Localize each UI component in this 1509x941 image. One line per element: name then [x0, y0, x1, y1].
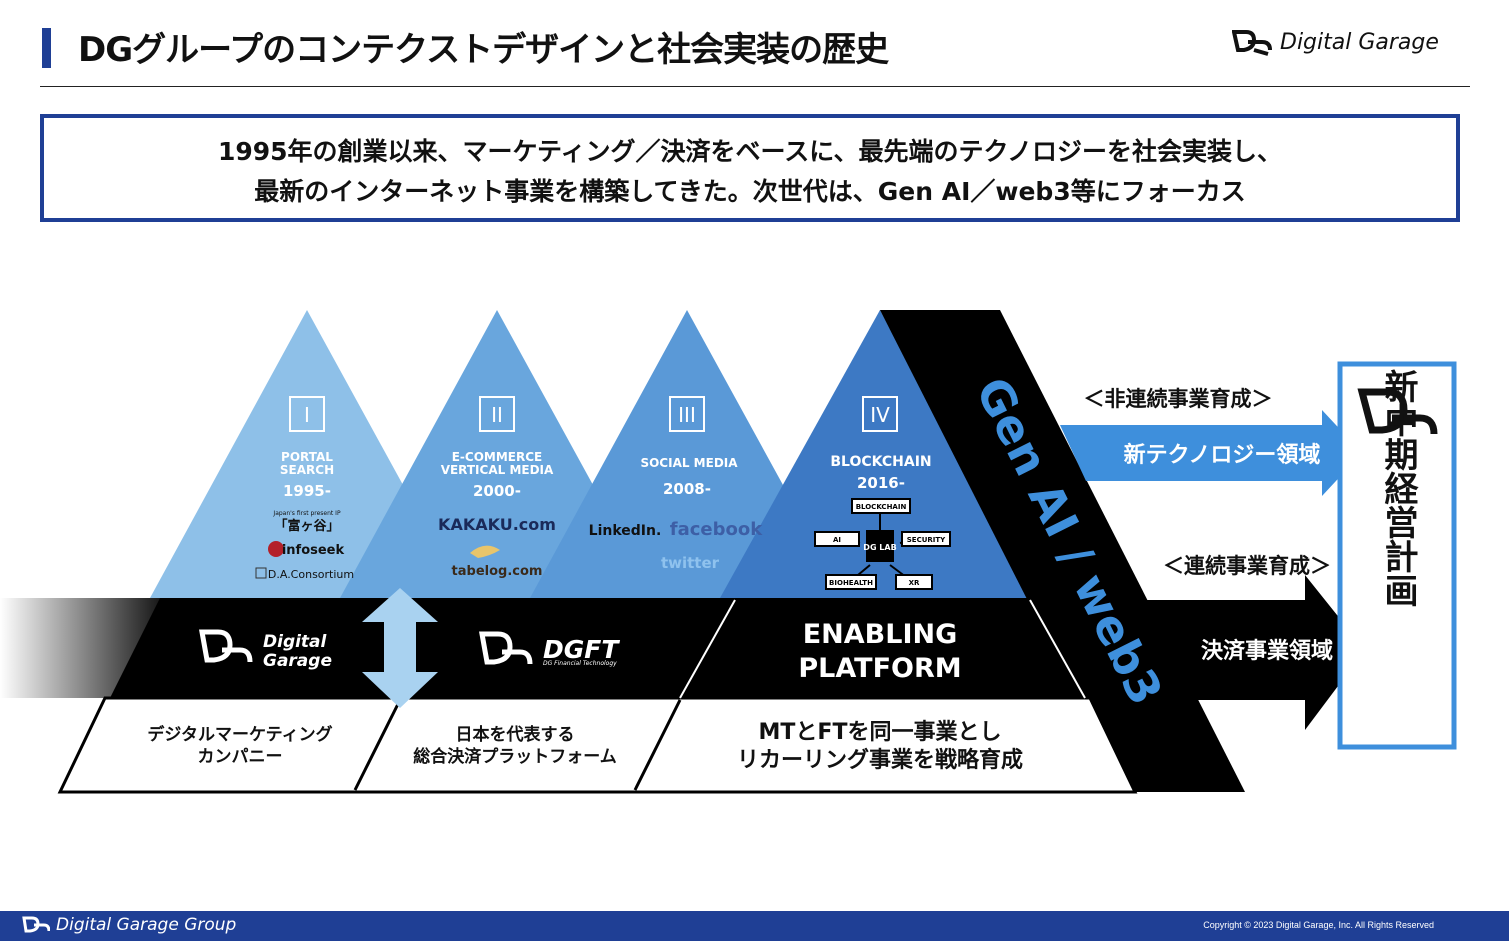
lab-tag-xr: XR	[909, 579, 920, 587]
platform-edge-right	[1029, 599, 1086, 699]
black-band	[110, 598, 1090, 698]
era-1-year: 1995-	[283, 482, 331, 500]
era-2-name-1: E-COMMERCE	[452, 450, 543, 464]
numeral-3: III	[678, 403, 696, 427]
header-brand: Digital Garage	[1232, 28, 1439, 56]
numeral-box-2	[479, 396, 515, 432]
lab-tag-blockchain: BLOCKCHAIN	[856, 503, 907, 511]
service-fugaya-caption: Japan's first present IP	[272, 510, 341, 517]
summary-line-2: 最新のインターネット事業を構築してきた。次世代は、Gen AI／web3等にフォ…	[254, 177, 1246, 206]
bottom-cell-2-line-1: 日本を代表する	[456, 724, 575, 745]
era-2-name-2: VERTICAL MEDIA	[441, 463, 554, 477]
dg-band-logo-icon	[199, 629, 233, 663]
digital-garage-logo: Digital Garage	[199, 629, 332, 671]
bottom-cell-3-line-2: リカーリング事業を戦略育成	[737, 747, 1023, 773]
lab-tag-ai-box	[814, 531, 860, 547]
era-1-name-1: PORTAL	[281, 450, 333, 464]
lab-tag-blockchain-box	[851, 498, 911, 514]
service-tabelog: tabelog.com	[452, 564, 543, 579]
service-twitter: twitter	[661, 554, 720, 572]
plan-label: 新中期経営計画	[1378, 369, 1418, 607]
upper-arrow-label: 新テクノロジー領域	[1124, 442, 1321, 468]
lab-tag-security-box	[901, 531, 951, 547]
summary-box: 1995年の創業以来、マーケティング／決済をベースに、最先端のテクノロジーを社会…	[40, 114, 1460, 222]
infoseek-icon	[268, 541, 284, 557]
footer-brand: Digital Garage Group	[22, 915, 236, 935]
dg-band-line-1: Digital	[263, 632, 328, 652]
numeral-box-1	[289, 396, 325, 432]
lab-tag-ai: AI	[833, 536, 841, 544]
dg-lab-label: DG LAB	[863, 543, 896, 552]
lower-arrow	[1145, 575, 1365, 730]
numeral-1: I	[304, 403, 310, 427]
era-1-name-2: SEARCH	[280, 463, 334, 477]
plan-dg-logo-icon	[1357, 388, 1438, 435]
lab-tag-biohealth-box	[825, 574, 877, 590]
dgft-sub: DG Financial Technology	[543, 660, 617, 667]
lab-tag-biohealth: BIOHEALTH	[829, 579, 873, 587]
service-facebook: facebook	[670, 519, 763, 540]
bottom-cell-2-line-2: 総合決済プラットフォーム	[413, 746, 617, 767]
title-accent-bar	[42, 28, 51, 68]
dgft-label: DGFT	[543, 635, 620, 664]
footer-dg-logo-icon	[22, 916, 50, 933]
platform-line-1: ENABLING	[803, 619, 958, 650]
numeral-box-4	[862, 396, 898, 432]
dg-lab-mark	[866, 530, 894, 562]
era-3-year: 2008-	[663, 480, 711, 498]
header-divider	[40, 86, 1470, 87]
copyright-text: Copyright © 2023 Digital Garage, Inc. Al…	[1203, 920, 1434, 930]
dgft-logo: DGFT DG Financial Technology	[479, 631, 620, 667]
lab-tag-xr-box	[895, 574, 933, 590]
upper-arrow	[1060, 410, 1362, 496]
service-linkedin: LinkedIn.	[589, 523, 662, 539]
service-dac: D.A.Consortium	[268, 568, 354, 581]
numeral-4: IV	[870, 403, 890, 427]
dgft-logo-icon	[479, 631, 513, 665]
era-4-year: 2016-	[857, 474, 905, 492]
dg-lab-diagram: DG LAB BLOCKCHAIN AI SECURITY BIOHEALTH …	[814, 498, 951, 590]
dg-logo-icon	[1232, 30, 1272, 56]
bottom-divider-1	[353, 699, 402, 791]
service-infoseek: infoseek	[282, 543, 345, 558]
double-arrow-icon	[362, 588, 438, 708]
numeral-box-3	[669, 396, 705, 432]
page-title: DGグループのコンテクストデザインと社会実装の歴史	[78, 30, 889, 70]
numeral-2: II	[491, 403, 503, 427]
lower-arrow-heading: ＜連続事業育成＞	[1163, 554, 1331, 578]
dac-icon	[255, 567, 267, 579]
bottom-cell-3-line-1: MTとFTを同一事業とし	[759, 719, 1002, 745]
platform-edge-left	[679, 599, 736, 699]
lower-arrow-label: 決済事業領域	[1201, 638, 1333, 664]
era-4-name: BLOCKCHAIN	[830, 454, 931, 470]
footer-brand-name: Digital Garage Group	[56, 915, 237, 935]
dg-band-line-2: Garage	[263, 651, 332, 671]
platform-line-2: PLATFORM	[798, 653, 961, 684]
bottom-cell-1-line-2: カンパニー	[198, 747, 283, 767]
era-3-name: SOCIAL MEDIA	[640, 456, 738, 470]
era-triangle-4	[720, 310, 1035, 598]
upper-arrow-heading: ＜非連続事業育成＞	[1084, 387, 1273, 411]
tabelog-icon	[470, 545, 500, 558]
service-fugaya: 「富ヶ谷」	[274, 518, 339, 534]
bottom-divider-2	[633, 699, 682, 791]
footer-bar: Digital Garage Group Copyright © 2023 Di…	[0, 911, 1509, 941]
summary-line-1: 1995年の創業以来、マーケティング／決済をベースに、最先端のテクノロジーを社会…	[217, 137, 1283, 166]
gen-ai-stripe	[880, 310, 1245, 792]
bottom-cell-1-line-1: デジタルマーケティング	[147, 724, 332, 745]
service-kakaku: KAKAKU.com	[438, 515, 556, 534]
bottom-band	[57, 696, 1138, 794]
lab-tag-security: SECURITY	[907, 536, 946, 544]
brand-name: Digital Garage	[1280, 29, 1439, 55]
era-2-year: 2000-	[473, 482, 521, 500]
